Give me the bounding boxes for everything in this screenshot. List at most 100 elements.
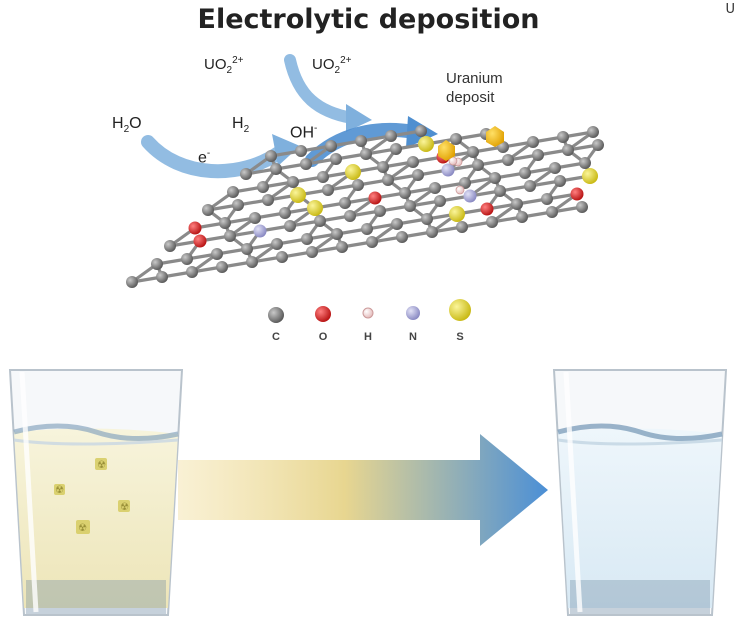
legend-oxygen-sphere: [315, 306, 331, 322]
legend-hydrogen-sphere: [362, 307, 374, 319]
carbon-atom: [181, 253, 193, 265]
legend-label-sulfur: S: [456, 331, 464, 343]
contaminated-water-glass: ☢ ☢ ☢ ☢: [8, 369, 184, 616]
carbon-atom: [429, 182, 441, 194]
carbon-atom: [385, 130, 397, 142]
sulfur-atom: [290, 187, 306, 203]
carbon-atom: [391, 218, 403, 230]
legend-label-hydrogen: H: [364, 331, 372, 343]
sulfur-atom: [449, 206, 465, 222]
carbon-atom: [355, 135, 367, 147]
uranyl-label-left: UO22+: [204, 55, 244, 76]
oxygen-atom: [368, 191, 382, 205]
cropped-corner-text: U: [725, 2, 735, 17]
carbon-atom: [211, 248, 223, 260]
carbon-atom: [257, 181, 269, 193]
nitrogen-atom: [253, 224, 267, 238]
carbon-atom: [576, 201, 588, 213]
oxygen-atom: [480, 202, 494, 216]
nitrogen-atom: [441, 163, 455, 177]
carbon-atom: [562, 144, 574, 156]
carbon-atom: [541, 193, 553, 205]
carbon-atom: [557, 131, 569, 143]
legend-nitrogen-sphere: [406, 306, 420, 320]
carbon-atom: [421, 213, 433, 225]
carbon-atom: [554, 175, 566, 187]
svg-text:☢: ☢: [78, 523, 87, 534]
carbon-atom: [532, 149, 544, 161]
sulfur-atom: [307, 200, 323, 216]
carbon-atom: [322, 184, 334, 196]
carbon-atom: [151, 258, 163, 270]
carbon-atom: [527, 136, 539, 148]
radiation-hazard-icon: [54, 458, 130, 534]
carbon-atom: [295, 145, 307, 157]
carbon-atom: [587, 126, 599, 138]
svg-text:☢: ☢: [120, 502, 129, 513]
uranium-particle: [438, 140, 455, 161]
carbon-atom: [219, 217, 231, 229]
carbon-atom: [330, 153, 342, 165]
carbon-atom: [546, 206, 558, 218]
svg-text:☢: ☢: [55, 485, 64, 496]
carbon-atom: [246, 256, 258, 268]
carbon-atom: [276, 251, 288, 263]
carbon-atom: [126, 276, 138, 288]
legend-carbon-sphere: [268, 307, 284, 323]
carbon-atom: [314, 215, 326, 227]
diagram-title: Electrolytic deposition: [197, 4, 540, 35]
oxygen-atom: [188, 221, 202, 235]
carbon-atom: [287, 176, 299, 188]
carbon-atom: [502, 154, 514, 166]
uranyl-approach-arrow: [284, 54, 358, 124]
carbon-atom: [366, 236, 378, 248]
carbon-atom: [186, 266, 198, 278]
carbon-atom: [549, 162, 561, 174]
carbon-atom: [396, 231, 408, 243]
carbon-atom: [412, 169, 424, 181]
carbon-atom: [489, 172, 501, 184]
uranium-deposit-particles: [438, 126, 504, 161]
carbon-atom: [399, 187, 411, 199]
carbon-atom: [270, 163, 282, 175]
uranyl-label-right: UO22+: [312, 55, 352, 76]
carbon-atom: [382, 174, 394, 186]
electron-label: e-: [198, 148, 211, 167]
carbon-atom: [407, 156, 419, 168]
carbon-atom: [325, 140, 337, 152]
carbon-atom: [516, 211, 528, 223]
carbon-atom: [524, 180, 536, 192]
carbon-atom: [232, 199, 244, 211]
carbon-atom: [459, 177, 471, 189]
legend-label-nitrogen: N: [409, 331, 417, 343]
oxygen-atom: [570, 187, 584, 201]
carbon-atom: [227, 186, 239, 198]
carbon-atom: [336, 241, 348, 253]
clean-water: [558, 428, 722, 608]
carbon-atom: [415, 125, 427, 137]
carbon-atom: [456, 221, 468, 233]
legend-label-oxygen: O: [318, 331, 328, 343]
nitrogen-atom: [463, 189, 477, 203]
carbon-atom: [306, 246, 318, 258]
svg-text:☢: ☢: [97, 460, 106, 471]
hydrogen-label: H2: [232, 115, 250, 136]
carbon-atom: [301, 233, 313, 245]
uranyl-approach-arrowhead: [346, 104, 372, 132]
carbon-atom: [579, 157, 591, 169]
water-reduction-arrow: [141, 135, 287, 179]
carbon-atom: [265, 150, 277, 162]
carbon-atom: [426, 226, 438, 238]
carbon-atom: [202, 204, 214, 216]
carbon-atom: [249, 212, 261, 224]
carbon-atom: [472, 159, 484, 171]
uranium-deposit-label-line-1: Uranium: [446, 70, 503, 87]
atom-legend: [268, 299, 471, 323]
carbon-atom: [164, 240, 176, 252]
carbon-atom: [344, 210, 356, 222]
carbon-atom: [352, 179, 364, 191]
purification-arrow: [178, 434, 548, 546]
carbon-atom: [486, 216, 498, 228]
oxygen-atom: [193, 234, 207, 248]
carbon-atom: [240, 168, 252, 180]
